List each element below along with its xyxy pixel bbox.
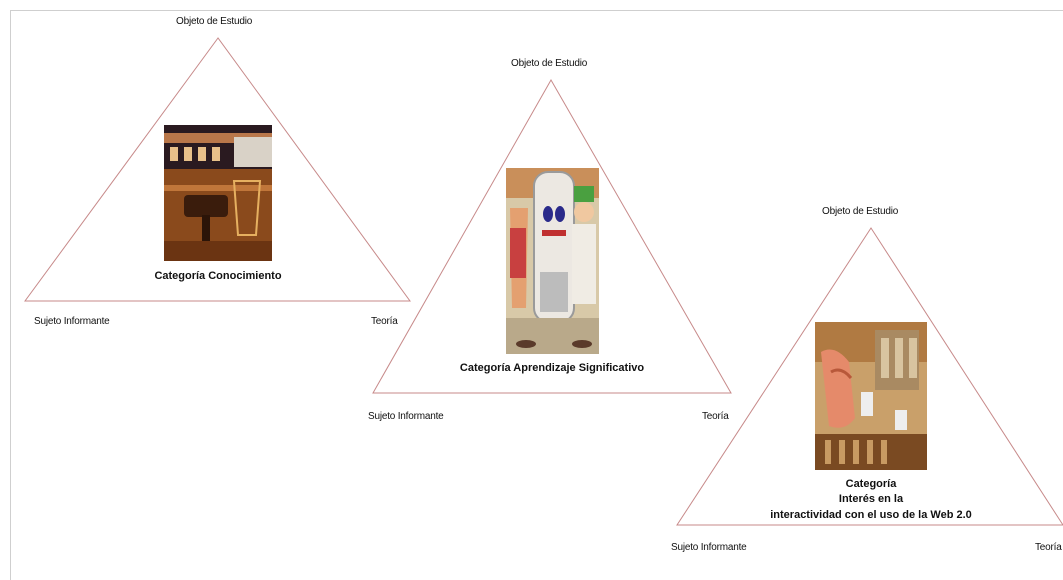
hands-collage-image [815, 322, 927, 470]
triangle-1-right-label: Teoría [371, 316, 398, 327]
triangle-1 [24, 37, 411, 302]
cartoon-characters-image [506, 168, 599, 354]
triangle-2-right-label: Teoría [702, 411, 729, 422]
triangle-3-category-line-2: Interés en la [838, 493, 904, 505]
triangle-1-category: Categoría Conocimiento [154, 270, 282, 282]
triangle-1-top-label: Objeto de Estudio [176, 16, 253, 27]
diagram-frame [10, 10, 1063, 580]
triangle-1-left-label: Sujeto Informante [34, 316, 110, 327]
triangle-3-top-label: Objeto de Estudio [822, 206, 899, 217]
triangle-3-left-label: Sujeto Informante [671, 542, 747, 553]
triangle-2-top-label: Objeto de Estudio [511, 58, 588, 69]
gavel-justice-image [164, 125, 272, 261]
triangle-3-category-line-3: interactividad con el uso de la Web 2.0 [770, 509, 972, 521]
triangle-2-category: Categoría Aprendizaje Significativo [459, 362, 645, 374]
triangle-2-left-label: Sujeto Informante [368, 411, 444, 422]
triangle-3-category-line-1: Categoría [845, 478, 897, 490]
triangle-2 [372, 78, 732, 394]
triangle-3-right-label: Teoría [1035, 542, 1062, 553]
triangle-3 [676, 227, 1063, 526]
